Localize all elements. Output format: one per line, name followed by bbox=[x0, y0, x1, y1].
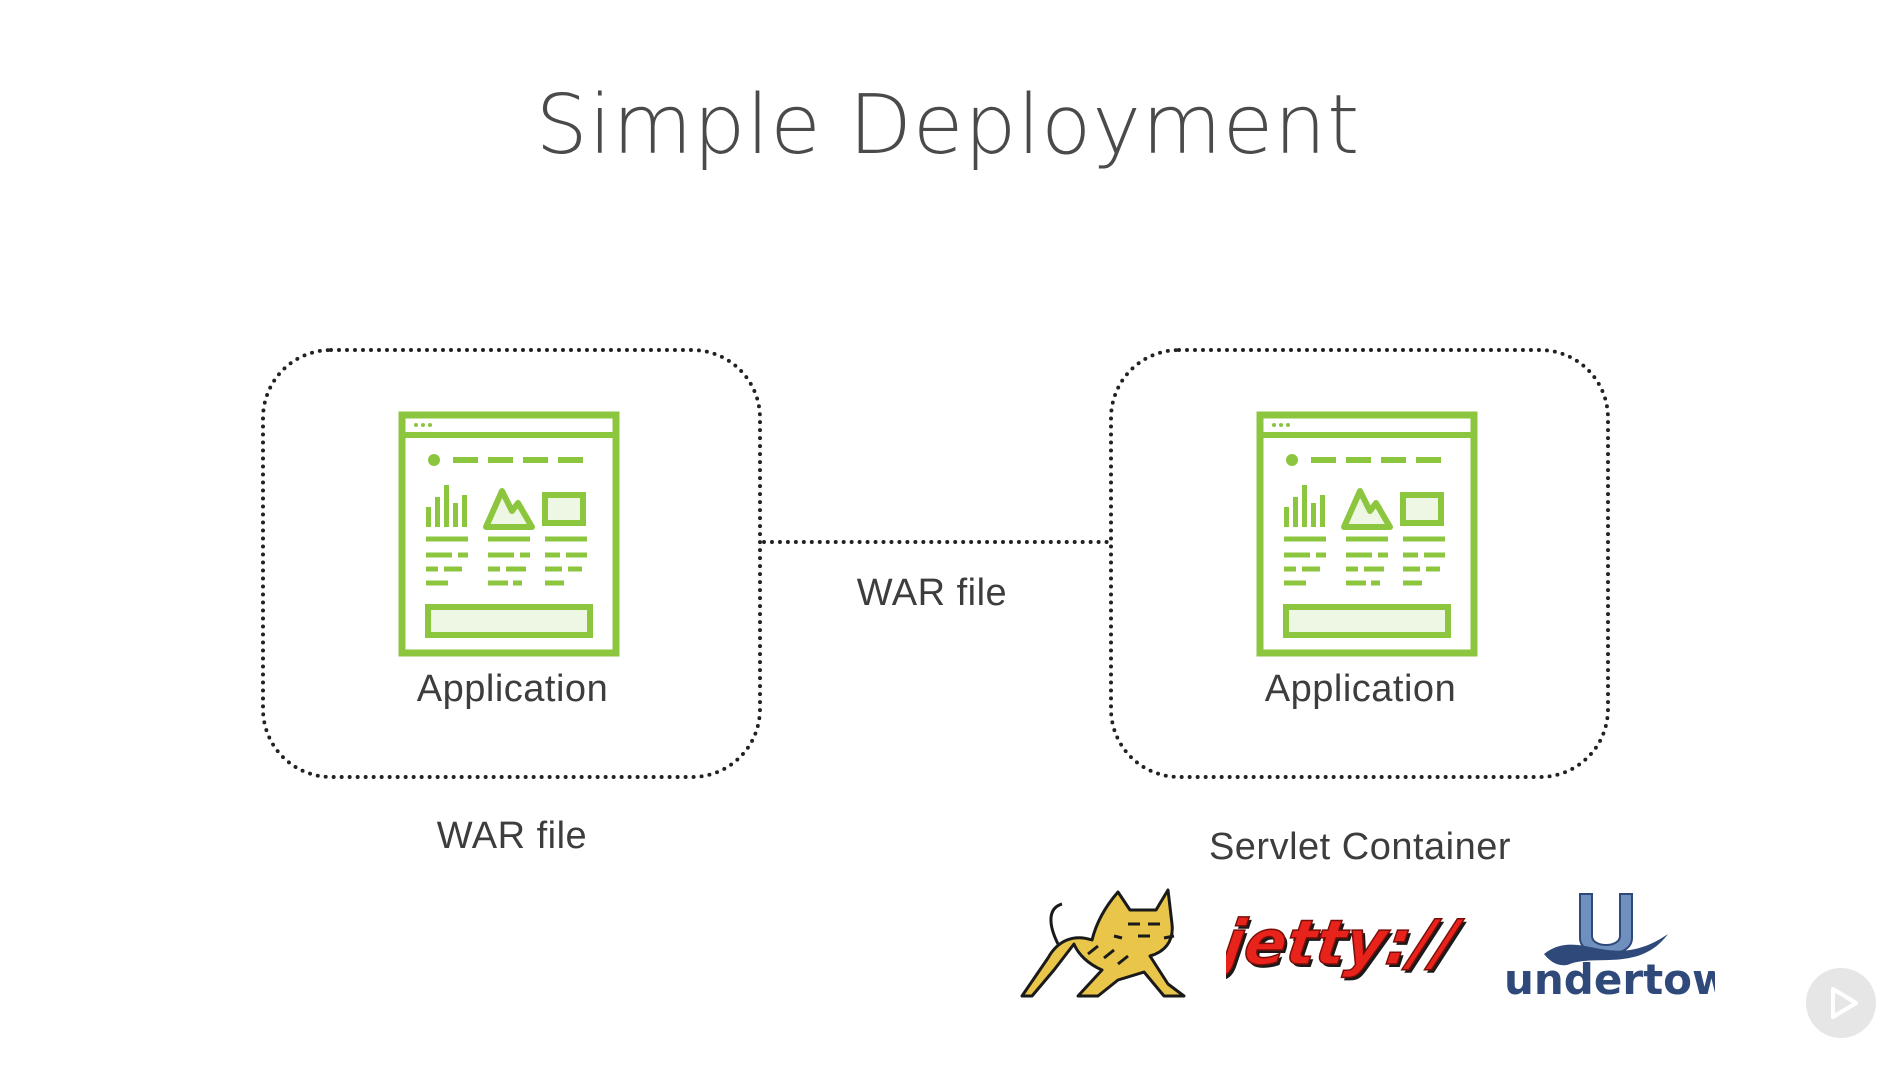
deployment-connector-line bbox=[762, 540, 1109, 544]
svg-text:jetty://: jetty:// bbox=[1226, 906, 1467, 979]
jetty-logo: jetty:// jetty:// bbox=[1226, 906, 1470, 982]
undertow-logo: undertow bbox=[1504, 893, 1715, 1000]
slide-title: Simple Deployment bbox=[535, 78, 1361, 173]
play-icon bbox=[1831, 987, 1858, 1019]
web-application-icon bbox=[398, 411, 620, 657]
play-button[interactable] bbox=[1806, 968, 1876, 1038]
servlet-container-caption: Servlet Container bbox=[1208, 826, 1512, 868]
servlet-container-box bbox=[1109, 348, 1610, 779]
application-label: Application bbox=[416, 668, 609, 710]
application-label: Application bbox=[1264, 668, 1457, 710]
svg-text:undertow: undertow bbox=[1504, 955, 1715, 1000]
web-application-icon bbox=[1256, 411, 1478, 657]
connector-label: WAR file bbox=[856, 572, 1008, 614]
war-file-box bbox=[261, 348, 762, 779]
war-file-caption: WAR file bbox=[436, 815, 588, 857]
tomcat-logo bbox=[1020, 888, 1186, 998]
svg-text:jetty://: jetty:// bbox=[1226, 909, 1470, 982]
